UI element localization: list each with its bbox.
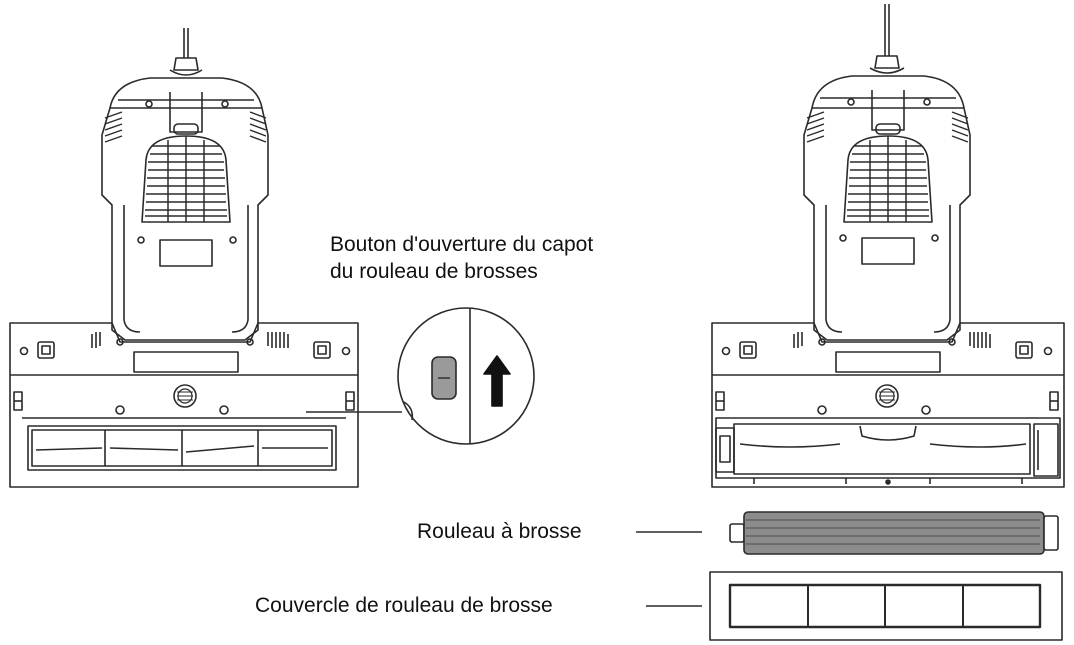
release-button-label-line1: Bouton d'ouverture du capot [330, 233, 594, 256]
brush-roll-cover-part [646, 571, 1063, 641]
brush-roll-part [636, 511, 1059, 555]
release-button-closeup [397, 307, 535, 445]
brush-roll-label: Rouleau à brosse [417, 520, 582, 543]
release-button-label: Bouton d'ouverture du capot du rouleau d… [330, 231, 593, 286]
vacuum-open [711, 4, 1065, 488]
release-button-label-line2: du rouleau de brosses [330, 260, 538, 284]
roll-cover-label: Couvercle de rouleau de brosse [255, 594, 553, 617]
vacuum-closed [9, 28, 402, 488]
